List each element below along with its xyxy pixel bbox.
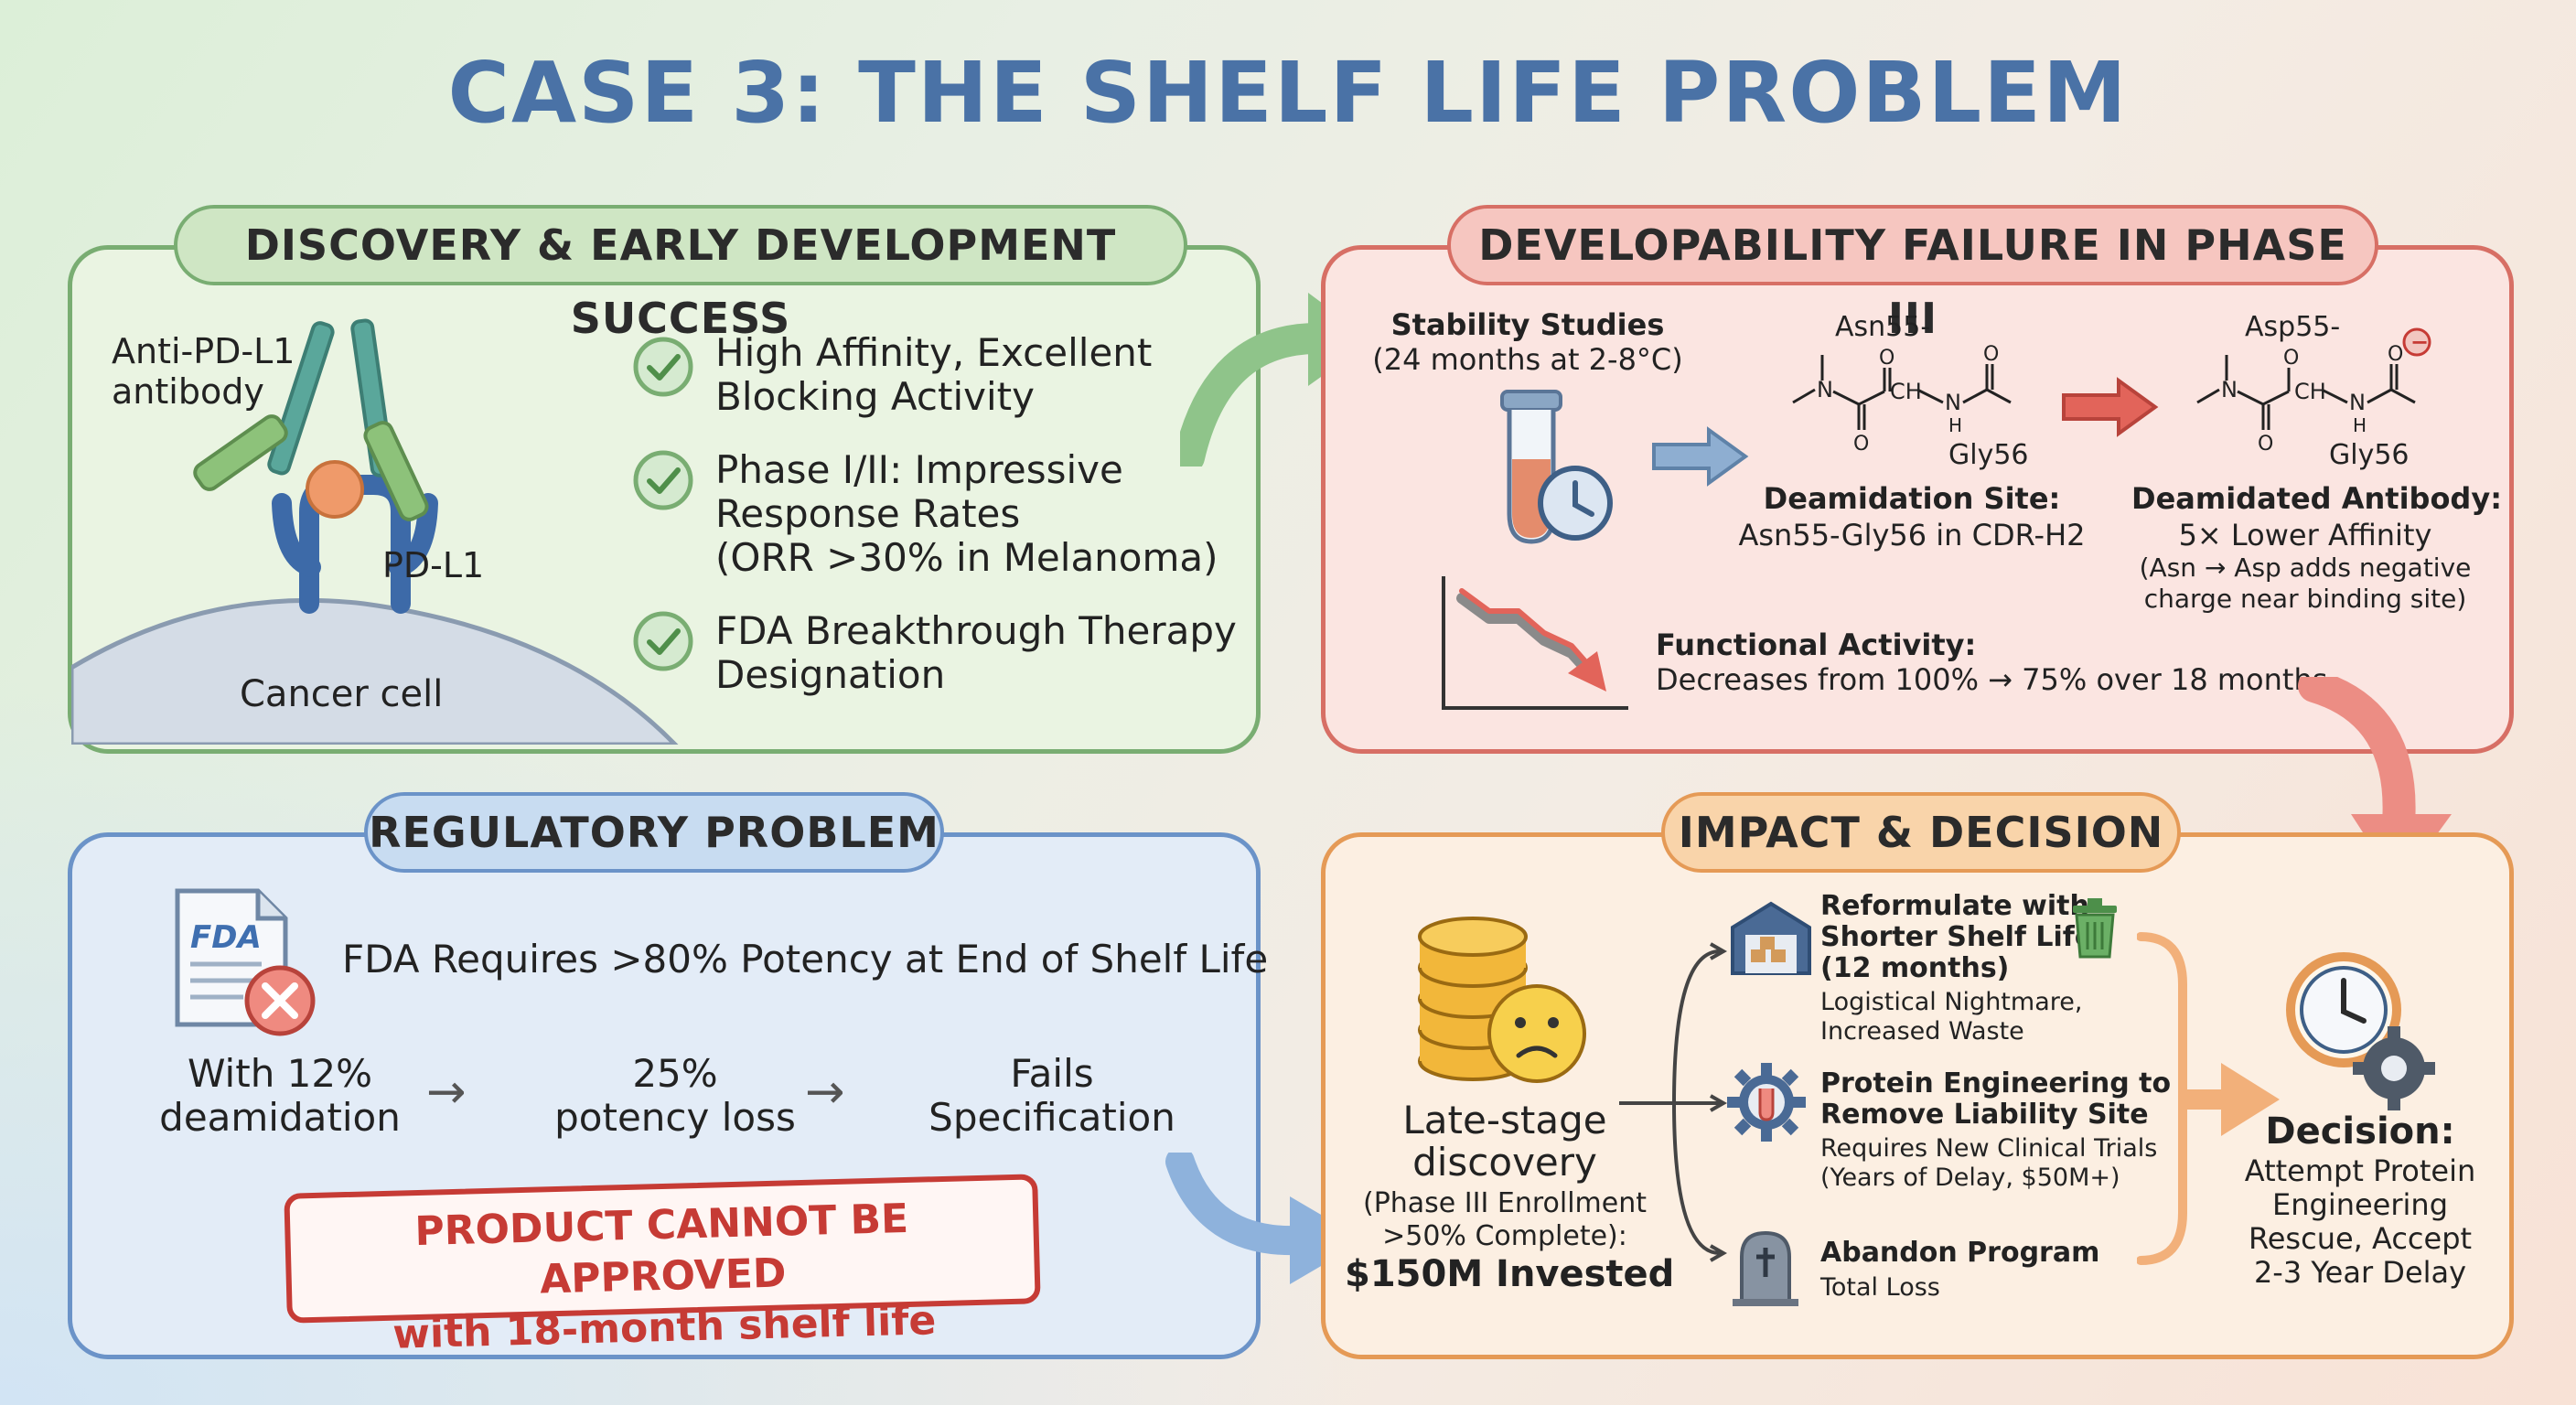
deamidated-affinity: 5× Lower Affinity <box>2178 518 2432 552</box>
negative-charge-icon <box>2402 327 2431 357</box>
activity-subtitle: Decreases from 100% → 75% over 18 months <box>1656 662 2328 697</box>
trash-icon <box>2073 898 2117 959</box>
arrow-right-blue-icon <box>1652 426 1749 487</box>
asn-molecule: N O CH O N H O <box>1792 343 2012 456</box>
activity-title: Functional Activity: <box>1656 627 1977 662</box>
check-item-2-line2: Response Rates <box>715 491 1021 536</box>
page-title: CASE 3: THE SHELF LIFE PROBLEM <box>447 44 2129 142</box>
asn-label: Asn55- <box>1835 311 1931 343</box>
option-3-title: Abandon Program <box>1820 1237 2100 1269</box>
check-item-2-line1: Phase I/II: Impressive <box>715 447 1123 492</box>
late-stage-text: Late-stage discovery <box>1402 1098 1607 1185</box>
check-item-3-line1: FDA Breakthrough Therapy <box>715 608 1237 653</box>
fda-requirement: FDA Requires >80% Potency at End of Shel… <box>342 937 1269 981</box>
failure-header: DEVELOPABILITY FAILURE IN PHASE III <box>1447 205 2378 343</box>
check-item-3-line2: Designation <box>715 652 946 697</box>
option-3-subtitle: Total Loss <box>1820 1273 1940 1302</box>
check-icon <box>633 611 693 671</box>
deamidated-note-1: (Asn → Asp adds negative <box>2139 552 2472 583</box>
warehouse-icon <box>1731 901 1811 975</box>
bracket-arrow-orange-icon <box>2137 932 2280 1265</box>
impact-header: IMPACT & DECISION <box>1661 792 2181 873</box>
svg-text:H: H <box>1948 414 1962 436</box>
flow-arrow-1-icon: → <box>426 1065 467 1120</box>
pdl1-label: PD-L1 <box>382 545 485 585</box>
deamidation-site-subtitle: Asn55-Gly56 in CDR-H2 <box>1738 518 2086 552</box>
coins-sad-face-icon <box>1418 917 1586 1083</box>
stamp-line-1: PRODUCT CANNOT BE APPROVED <box>413 1195 909 1303</box>
svg-text:N: N <box>1945 390 1961 415</box>
decision-text: Attempt Protein Engineering Rescue, Acce… <box>2244 1153 2476 1290</box>
stability-subtitle: (24 months at 2-8°C) <box>1372 342 1683 377</box>
test-tube-clock-icon <box>1500 390 1613 544</box>
svg-text:N: N <box>1817 377 1833 402</box>
gly-label-1: Gly56 <box>1948 439 2029 471</box>
fda-document-icon: FDA <box>175 888 316 1036</box>
svg-text:O: O <box>1983 343 1999 366</box>
not-approved-stamp: PRODUCT CANNOT BE APPROVED with 18-month… <box>284 1174 1041 1358</box>
gear-tube-icon <box>1727 1063 1806 1142</box>
arrow-right-red-icon <box>2062 377 2159 437</box>
svg-text:CH: CH <box>2294 379 2326 404</box>
antibody-light-chain <box>193 414 288 491</box>
cancer-cell <box>71 597 679 745</box>
impact-panel <box>1321 832 2514 1359</box>
flow-arrow-2-icon: → <box>805 1065 845 1120</box>
svg-text:−: − <box>2410 329 2429 355</box>
svg-text:FDA: FDA <box>190 919 262 956</box>
svg-text:H: H <box>2353 414 2367 436</box>
check-item-1-line2: Blocking Activity <box>715 374 1035 419</box>
deamidated-note-2: charge near binding site) <box>2143 584 2467 614</box>
invested-amount: $150M Invested <box>1345 1253 1675 1295</box>
option-1-subtitle: Logistical Nightmare,Increased Waste <box>1820 988 2083 1046</box>
pdl1-antigen <box>306 460 364 519</box>
check-item-1-line1: High Affinity, Excellent <box>715 330 1153 375</box>
gly-label-2: Gly56 <box>2329 439 2410 471</box>
svg-text:O: O <box>2258 433 2273 456</box>
branch-connector <box>1619 942 1728 1262</box>
stability-title: Stability Studies <box>1390 307 1665 342</box>
check-item-2-line3: (ORR >30% in Melanoma) <box>715 535 1218 580</box>
tombstone-icon <box>1733 1230 1798 1306</box>
check-icon <box>633 337 693 397</box>
svg-text:O: O <box>1853 433 1869 456</box>
deamidated-title: Deamidated Antibody: <box>2131 481 2502 516</box>
asp-label: Asp55- <box>2245 311 2341 343</box>
deamidation-site-title: Deamidation Site: <box>1763 481 2061 516</box>
cancer-cell-label: Cancer cell <box>240 673 444 715</box>
svg-text:CH: CH <box>1890 379 1922 404</box>
regulatory-header: REGULATORY PROBLEM <box>364 792 944 873</box>
svg-text:N: N <box>2349 390 2366 415</box>
flow-step-1: With 12%deamidation <box>159 1051 401 1140</box>
decision-title: Decision: <box>2265 1110 2455 1153</box>
discovery-header: DISCOVERY & EARLY DEVELOPMENT SUCCESS <box>174 205 1187 343</box>
svg-text:O: O <box>2388 343 2403 366</box>
svg-text:O: O <box>1879 347 1894 370</box>
asp-molecule: N O CH O N H O − <box>2196 327 2431 456</box>
svg-text:N: N <box>2221 377 2238 402</box>
late-stage-detail: (Phase III Enrollment >50% Complete): <box>1362 1187 1648 1252</box>
clock-gear-icon <box>2286 952 2435 1110</box>
antibody-illustration <box>71 318 679 745</box>
check-icon <box>633 450 693 510</box>
option-2-subtitle: Requires New Clinical Trials(Years of De… <box>1820 1134 2158 1192</box>
flow-step-2: 25%potency loss <box>554 1051 796 1140</box>
svg-text:O: O <box>2283 347 2299 370</box>
declining-chart-icon <box>1442 576 1628 710</box>
